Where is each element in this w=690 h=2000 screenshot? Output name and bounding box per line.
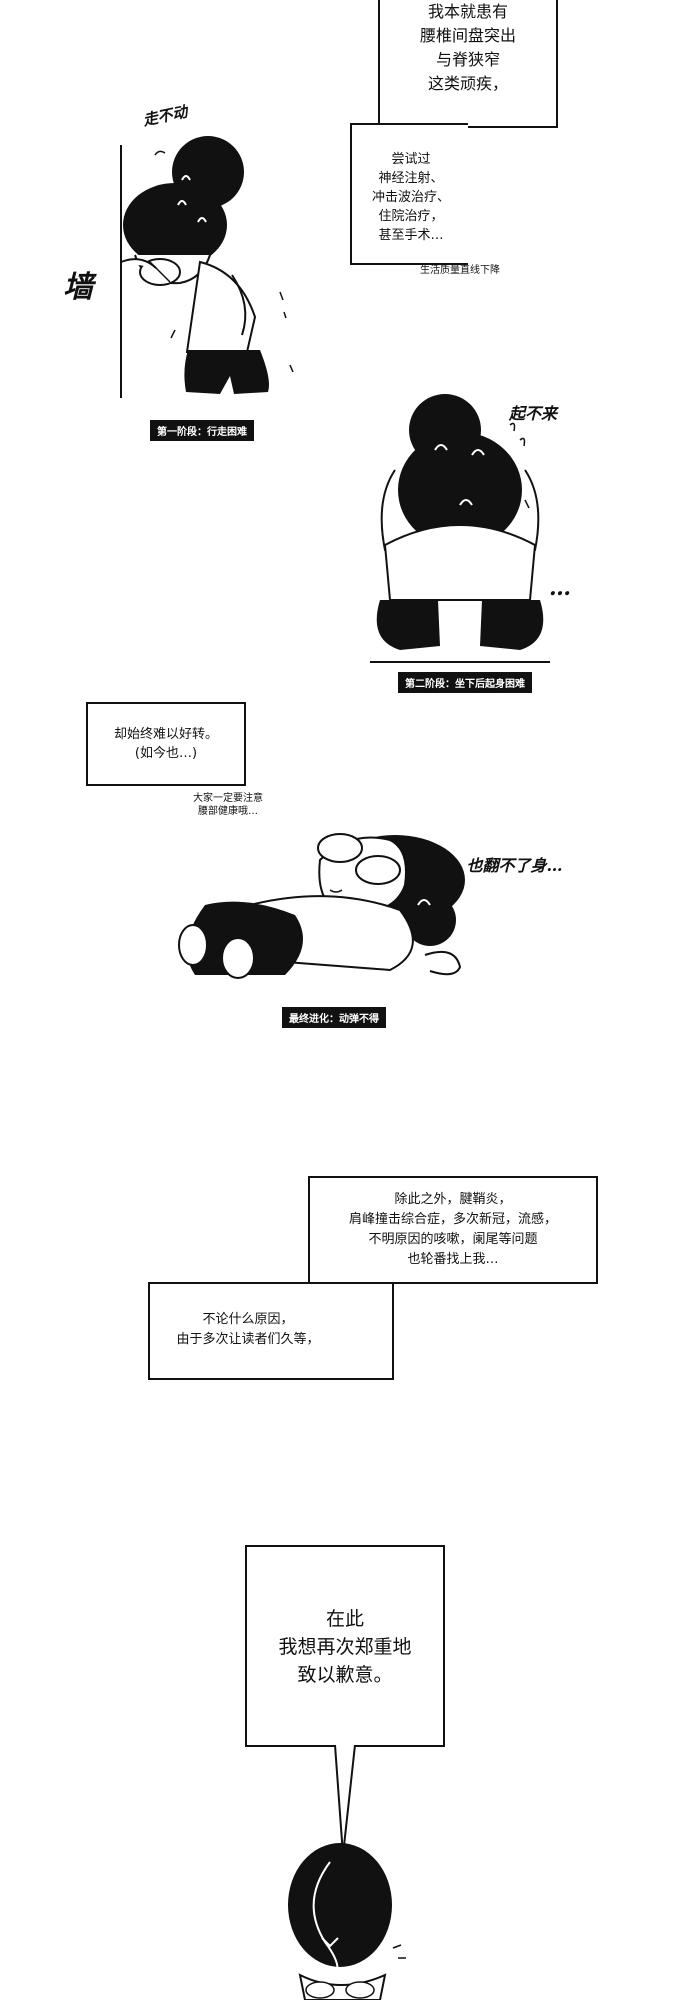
- figure-lying: [178, 833, 465, 979]
- note-take-care-waist: 大家一定要注意 腰部健康哦…: [193, 793, 263, 817]
- narration-no-improvement-text: 却始终难以好转。 (如今也…): [113, 727, 218, 761]
- note-quality-of-life: 生活质量直线下降: [420, 265, 500, 276]
- sfx-dots: …: [549, 575, 571, 601]
- sfx-cannot-get-up: 起不来: [508, 404, 557, 423]
- sfx-cannot-turn-over: 也翻不了身…: [466, 856, 563, 875]
- narration-box-treatments: [350, 123, 468, 265]
- caption-stage-3: 最终进化：动弹不得: [282, 1007, 386, 1028]
- label-wall: 墙: [63, 270, 93, 305]
- narration-box-no-improvement: [86, 702, 246, 786]
- caption-stage-1: 第一阶段：行走困难: [150, 420, 254, 441]
- narration-top-text: 我本就患有 腰椎间盘突出 与脊狭窄 这类顽疾，: [419, 2, 516, 93]
- narration-box-other-illnesses: [308, 1176, 598, 1284]
- narration-box-top: [378, 0, 558, 128]
- narration-other-illnesses-text: 除此之外，腱鞘炎， 肩峰撞击综合症，多次新冠，流感， 不明原因的咳嗽，阑尾等问题…: [348, 1192, 557, 1267]
- narration-treatments-text: 尝试过 神经注射、 冲击波治疗、 住院治疗， 甚至手术…: [371, 152, 450, 243]
- figure-sitting: [370, 394, 550, 663]
- narration-box-apology: [245, 1545, 445, 1747]
- figure-walking-wall: [120, 136, 294, 398]
- caption-stage-2: 第二阶段：坐下后起身困难: [398, 672, 532, 693]
- narration-apology-text: 在此 我想再次郑重地 致以歉意。: [278, 1608, 412, 1686]
- narration-reason-text: 不论什么原因， 由于多次让读者们久等，: [176, 1312, 320, 1347]
- narration-box-reason: [148, 1282, 394, 1380]
